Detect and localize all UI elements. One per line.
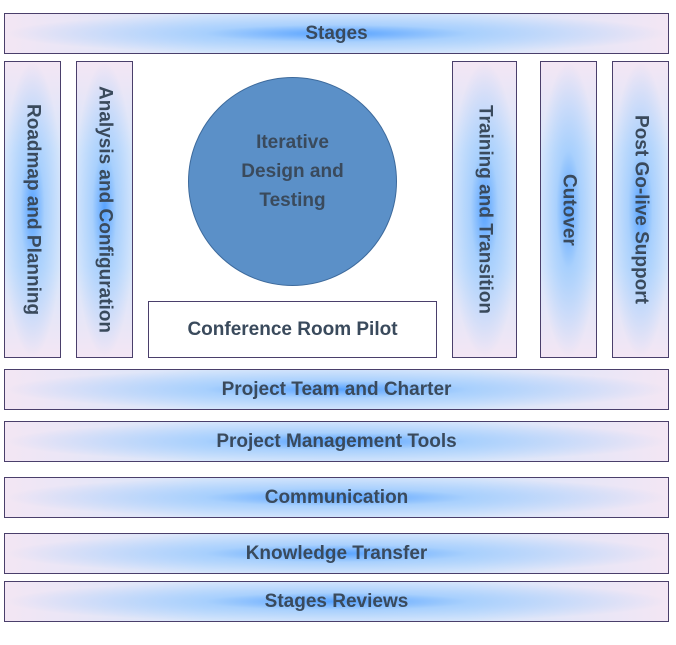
foundation-knowledge-transfer-label: Knowledge Transfer xyxy=(245,542,428,564)
foundation-project-management-tools: Project Management Tools xyxy=(4,421,669,462)
stage-cutover: Cutover xyxy=(540,61,597,358)
stage-post-go-live-support: Post Go-live Support xyxy=(612,61,669,358)
stage-post-go-live-support-label: Post Go-live Support xyxy=(630,115,652,304)
stage-roadmap-planning-label: Roadmap and Planning xyxy=(22,103,44,316)
foundation-communication: Communication xyxy=(4,477,669,518)
foundation-project-team-charter: Project Team and Charter xyxy=(4,369,669,410)
conference-room-pilot-box: Conference Room Pilot xyxy=(148,301,437,358)
foundation-project-management-tools-label: Project Management Tools xyxy=(216,430,457,452)
foundation-stages-reviews-label: Stages Reviews xyxy=(264,590,409,612)
stage-training-transition-label: Training and Transition xyxy=(474,104,496,315)
iterative-design-circle: Iterative Design and Testing xyxy=(188,77,397,286)
conference-room-pilot-label: Conference Room Pilot xyxy=(187,318,398,340)
iterative-design-label: Iterative Design and Testing xyxy=(241,132,344,211)
stages-header-label: Stages xyxy=(305,22,368,44)
stage-cutover-label: Cutover xyxy=(558,173,580,246)
foundation-knowledge-transfer: Knowledge Transfer xyxy=(4,533,669,574)
foundation-project-team-charter-label: Project Team and Charter xyxy=(221,378,452,400)
stage-analysis-configuration-label: Analysis and Configuration xyxy=(94,85,116,334)
foundation-communication-label: Communication xyxy=(264,486,409,508)
foundation-stages-reviews: Stages Reviews xyxy=(4,581,669,622)
stages-header-bar: Stages xyxy=(4,13,669,54)
stage-roadmap-planning: Roadmap and Planning xyxy=(4,61,61,358)
stage-analysis-configuration: Analysis and Configuration xyxy=(76,61,133,358)
stage-training-transition: Training and Transition xyxy=(452,61,517,358)
